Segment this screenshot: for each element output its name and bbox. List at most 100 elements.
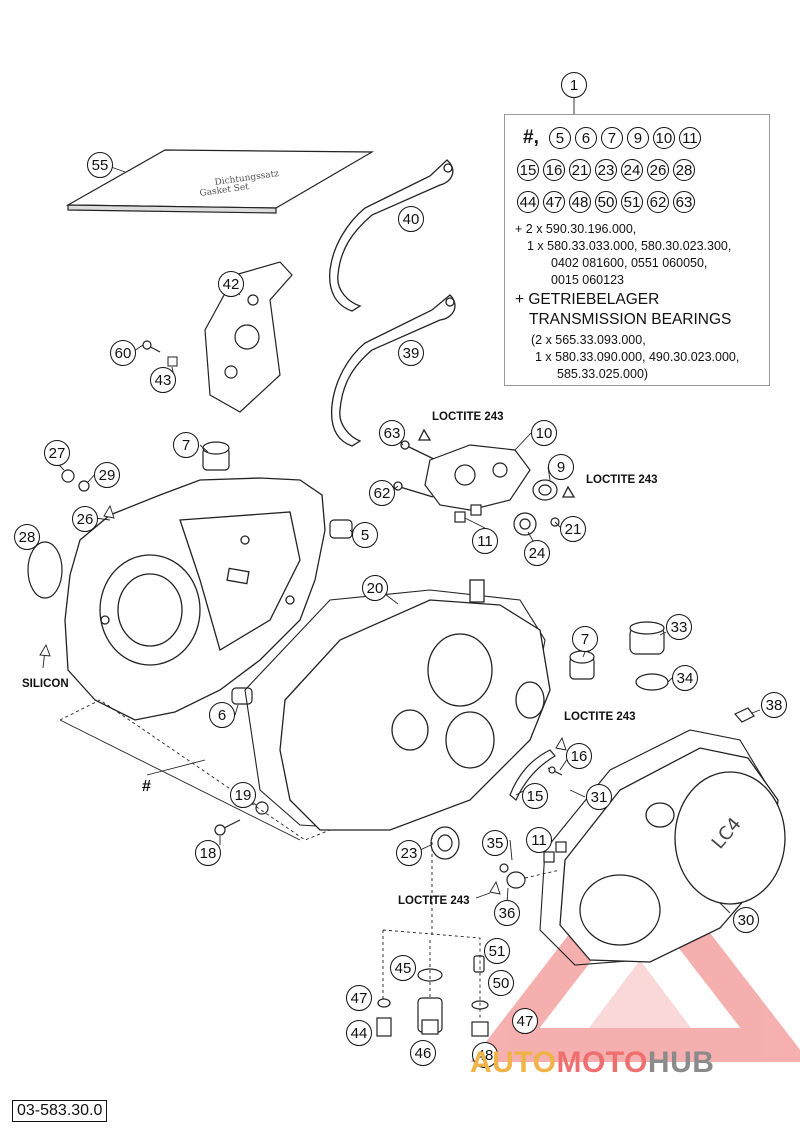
watermark-part: AUTO (470, 1046, 557, 1079)
crankcase-right-half (279, 579, 551, 831)
callout-47a: 47 (346, 985, 372, 1011)
callout-19: 19 (230, 782, 256, 808)
bolts-63-62 (393, 428, 576, 498)
callout-62: 62 (369, 480, 395, 506)
plug-27-29 (61, 469, 90, 492)
kit-row-2: 15 16 21 23 24 26 28 (517, 159, 695, 181)
callout-7a: 7 (173, 432, 199, 458)
kit-item: 24 (621, 159, 643, 181)
callout-55: 55 (87, 152, 113, 178)
callout-11b: 11 (526, 827, 552, 853)
kit-item: 28 (673, 159, 695, 181)
callout-42: 42 (218, 271, 244, 297)
callout-36: 36 (494, 900, 520, 926)
kit-line: 1 x 580.33.090.000, 490.30.023.000, (535, 350, 740, 364)
callout-9: 9 (548, 454, 574, 480)
screws-18-19 (214, 801, 269, 836)
callout-50: 50 (488, 970, 514, 996)
silicon-note: SILICON (22, 678, 69, 690)
callout-63: 63 (379, 420, 405, 446)
clutch-cover-30: LC4 (559, 747, 786, 963)
callout-10: 10 (531, 420, 557, 446)
kit-item: 47 (543, 191, 565, 213)
watermark-logo (470, 842, 800, 1062)
callout-21: 21 (560, 516, 586, 542)
callout-39: 39 (398, 340, 424, 366)
callout-29: 29 (94, 462, 120, 488)
loctite-note: LOCTITE 243 (432, 411, 504, 423)
callout-1: 1 (561, 72, 587, 98)
kit-item: 10 (652, 127, 675, 149)
kit-row-1: #, 5 6 7 9 10 11 (523, 127, 701, 149)
kit-item: 51 (621, 191, 643, 213)
kit-line: 1 x 580.33.033.000, 580.30.023.300, (527, 239, 732, 253)
loctite-note: LOCTITE 243 (586, 474, 658, 486)
chain-guide-40 (329, 159, 454, 312)
callout-44: 44 (346, 1020, 372, 1046)
callout-5: 5 (352, 522, 378, 548)
kit-line: (2 x 565.33.093.000, (531, 333, 646, 347)
kit-item: 63 (673, 191, 695, 213)
drain-parts (376, 955, 489, 1037)
callout-35: 35 (482, 830, 508, 856)
kit-item: 9 (626, 127, 649, 149)
kit-item: 15 (517, 159, 539, 181)
callout-43: 43 (150, 367, 176, 393)
callout-27: 27 (44, 440, 70, 466)
kit-line: 0015 060123 (551, 273, 624, 287)
guide-15-screw-16 (509, 749, 563, 801)
loctite-note: LOCTITE 243 (398, 895, 470, 907)
kit-item: 5 (548, 127, 571, 149)
chain-guide-39 (330, 294, 456, 447)
screw-60 (142, 340, 161, 353)
callout-47b: 47 (512, 1008, 538, 1034)
kit-item: 26 (647, 159, 669, 181)
callout-31: 31 (586, 784, 612, 810)
callout-11a: 11 (472, 528, 498, 554)
callout-51: 51 (484, 938, 510, 964)
kit-line: 585.33.025.000) (557, 367, 649, 381)
callout-26: 26 (72, 506, 98, 532)
kit-hash: #, (523, 127, 539, 148)
watermark-part: HUB (647, 1046, 715, 1079)
kit-item: 6 (574, 127, 597, 149)
seal-23 (430, 826, 460, 860)
kit-item: 21 (569, 159, 591, 181)
kit-item: 62 (647, 191, 669, 213)
callout-18: 18 (195, 840, 221, 866)
gasket-ring-28 (27, 541, 63, 599)
crankcase-left-half (64, 477, 326, 721)
kit-hash-mark: # (142, 778, 151, 795)
callout-40: 40 (398, 206, 424, 232)
callout-45: 45 (390, 955, 416, 981)
kit-item: 48 (569, 191, 591, 213)
gasket-set-card: Dichtungssatz Gasket Set (65, 149, 375, 214)
callout-15: 15 (522, 783, 548, 809)
kit-row-3: 44 47 48 50 51 62 63 (517, 191, 695, 213)
callout-33: 33 (666, 614, 692, 640)
callout-48: 48 (472, 1042, 498, 1068)
kit-item: 16 (543, 159, 565, 181)
callout-6: 6 (209, 702, 235, 728)
callout-20: 20 (362, 575, 388, 601)
callout-23: 23 (396, 840, 422, 866)
kit-item: 23 (595, 159, 617, 181)
dowel-43 (167, 356, 178, 367)
dowels-11-seal-35-36 (454, 504, 567, 889)
callout-60: 60 (110, 340, 136, 366)
bearing-9-seal-24 (513, 479, 560, 536)
kit-contents-box: #, 5 6 7 9 10 11 15 16 21 23 24 26 28 44… (504, 114, 770, 386)
kit-item: 50 (595, 191, 617, 213)
callout-7b: 7 (572, 626, 598, 652)
watermark-part: MOTO (556, 1046, 648, 1079)
watermark-text: AUTOMOTOHUB (470, 1046, 714, 1080)
kit-line: + 2 x 590.30.196.000, (515, 222, 637, 236)
cover-gasket-42 (204, 261, 293, 413)
callout-30: 30 (733, 907, 759, 933)
bracket-10 (424, 444, 531, 511)
kit-heading: + GETRIEBELAGER (515, 291, 660, 308)
callout-28: 28 (14, 524, 40, 550)
kit-item: 7 (600, 127, 623, 149)
callout-38: 38 (761, 692, 787, 718)
